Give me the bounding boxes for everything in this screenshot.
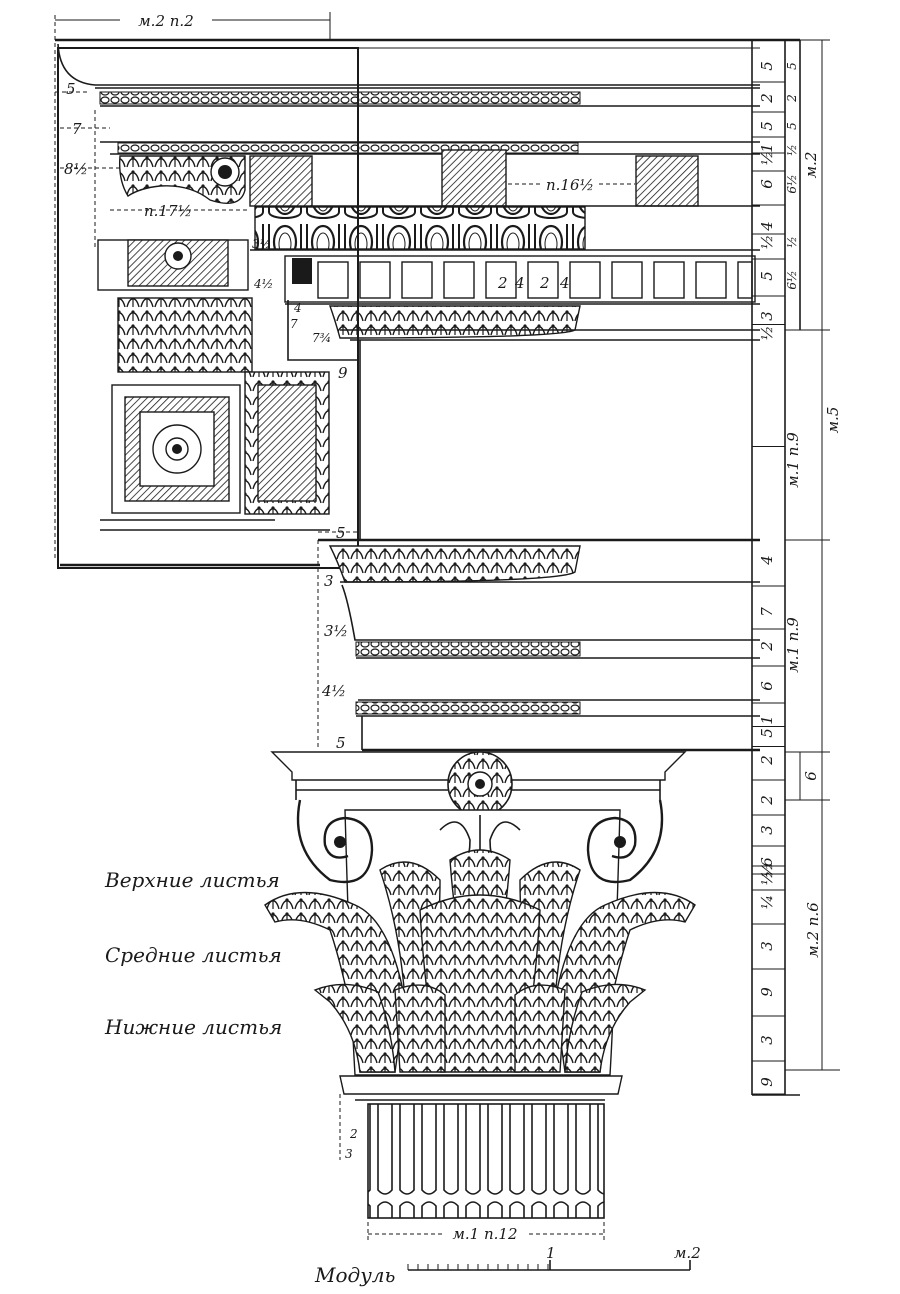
scale-cell-label: 4	[758, 221, 776, 232]
scale-cell-label: ¼	[758, 895, 776, 910]
scale-cell-label: 5	[758, 271, 776, 281]
architrave-dim: 3	[324, 572, 334, 590]
scale-bar-ticks	[407, 1260, 691, 1270]
scale-cell-label: 1	[758, 143, 776, 153]
frieze	[318, 340, 760, 542]
volute-right	[586, 799, 664, 884]
scale-right-label: 5	[785, 62, 799, 70]
scale-cell-label: 3	[758, 825, 776, 835]
middle-leaves-label: Средние листья	[105, 943, 282, 967]
lower-leaves	[313, 983, 647, 1073]
scale-cell-label: 2	[758, 641, 776, 652]
architrave-dim: 5	[336, 734, 346, 752]
soffit-dim: 7	[290, 317, 298, 331]
soffit-dim: 4	[293, 301, 302, 315]
scale-cell-label: ½	[758, 326, 776, 341]
scale-group-label: 6	[802, 771, 820, 781]
scale-cell-label: 5	[758, 61, 776, 71]
scale-bar-mid: 1	[546, 1244, 556, 1262]
scale-cell-label: 5	[758, 121, 776, 131]
architrave-dim: 3½	[324, 622, 348, 640]
column-width-label: м.1 п.12	[452, 1225, 517, 1243]
dentil-course: 2 4 2 4	[284, 255, 756, 303]
scale-cell-label: ½	[758, 235, 776, 250]
modillion	[249, 155, 313, 207]
scale-cell-label: 4	[758, 555, 776, 566]
corinthian-capital: 2 3 м.1 п.12	[264, 751, 696, 1243]
scale-bar-end: м.2	[674, 1244, 701, 1262]
top-module-label: м.2 п.2	[138, 12, 194, 30]
scale-groups: м.2 м.5 м.1 п.9 м.1 п.9 6 м.2 п.6	[784, 152, 842, 1071]
upper-leaves-label: Верхние листья	[104, 868, 280, 892]
scale-cell-label: 1	[758, 715, 776, 725]
scale-cell-label: 3	[758, 1035, 776, 1045]
scale-cell-label: 9	[758, 987, 776, 997]
soffit-dim: 9	[338, 364, 348, 382]
scale-group-label: м.5	[824, 407, 842, 434]
cornice: п.16½ 2 4 2 4	[55, 38, 800, 341]
egg-and-dart	[254, 206, 586, 250]
volute-left	[296, 799, 374, 884]
top-dimension: м.2 п.2	[54, 10, 331, 560]
modillion	[635, 155, 699, 207]
scale-group-label: м.1 п.9	[784, 617, 802, 673]
scale-bar-label: Модуль	[314, 1263, 395, 1287]
scale-bar: Модуль 1 м.2	[314, 1244, 701, 1287]
modillion	[118, 155, 246, 204]
scale-right-label: 5	[785, 122, 799, 130]
architrave: 5 3 3½ 4½ 5	[317, 524, 760, 752]
scale-cell-label: 9	[758, 1077, 776, 1087]
scale-group-label: м.2	[802, 152, 820, 179]
scale-cell-label: 6	[758, 681, 776, 691]
soffit-dim: 7¾	[312, 331, 331, 345]
leaf-moulding	[329, 305, 581, 339]
soffit: 5 7 8½ п.17½ 3½ 4½ 4 7 7¾ 9	[55, 47, 359, 569]
capital-dim: 2	[349, 1127, 358, 1141]
scale-right-label: ½	[785, 144, 799, 156]
scale-right-cells: 5 2 5 ½ 6½ ½ 6½	[785, 62, 799, 289]
scale-cell-label: 2	[758, 755, 776, 766]
scale-right-label: 6½	[785, 174, 799, 193]
scale-group-label: м.2 п.6	[804, 902, 822, 958]
lower-leaves-label: Нижние листья	[104, 1015, 282, 1039]
architrave-dim: 4½	[321, 682, 346, 700]
dentil-dim: 2	[539, 274, 550, 292]
scale-right-label: 6½	[785, 270, 799, 289]
scale-group-label: м.1 п.9	[784, 432, 802, 488]
capital-dim: 3	[345, 1147, 353, 1161]
dim-label: 7	[72, 120, 82, 138]
fluted-shaft	[367, 1103, 605, 1219]
middle-leaves	[264, 891, 696, 1073]
scale-cell-label: 3	[758, 311, 776, 321]
modillion	[441, 149, 507, 207]
soffit-dim: 3½	[252, 237, 271, 251]
entablature: м.2 п.2 п.16½	[54, 10, 800, 752]
scale-cell-label: ½	[758, 871, 776, 886]
dentil-dim: 4	[559, 274, 570, 292]
scale-cell-label: 6	[758, 857, 776, 867]
soffit-dim: 4½	[253, 277, 273, 291]
dim-label: 8½	[64, 160, 88, 178]
scale-cell-label: 5	[758, 728, 776, 738]
dim-label: 5	[66, 80, 76, 98]
scale-cell-label: 6	[758, 179, 776, 189]
modillion-spacing-label: п.16½	[546, 176, 594, 194]
dim-label: п.17½	[144, 202, 192, 220]
scale-right-label: 2	[785, 94, 799, 103]
dentil-dim: 2	[497, 274, 508, 292]
scale-right-label: ½	[785, 236, 799, 248]
architrave-dim: 5	[336, 524, 346, 542]
scale-cell-label: 7	[758, 607, 776, 617]
abacus-flower-icon	[447, 751, 513, 817]
dentil-dim: 4	[514, 274, 525, 292]
scale-cell-label: 2	[758, 795, 776, 806]
scale-cell-label: 3	[758, 941, 776, 951]
scale-cell-label: 2	[758, 93, 776, 104]
scale-cell-label: ½	[758, 151, 776, 166]
